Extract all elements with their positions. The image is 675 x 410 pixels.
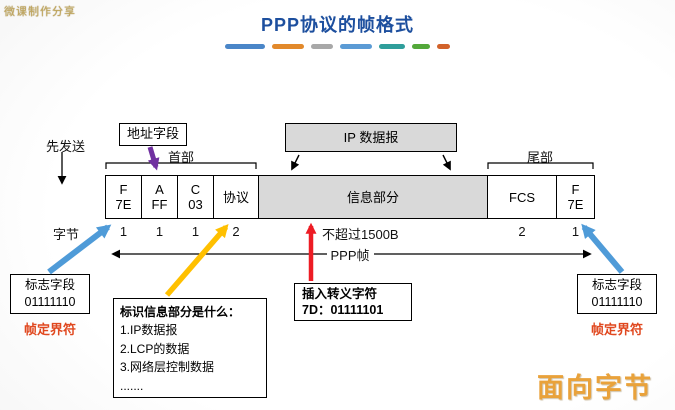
flag-caption-right: 帧定界符 (590, 322, 643, 337)
frame-cell-info: 信息部分 (258, 175, 488, 219)
cell-text: 信息部分 (346, 189, 399, 205)
title-dash (437, 44, 450, 49)
send-first-label: 先发送 (46, 139, 86, 154)
frame-cell-fcs: FCS (487, 175, 557, 219)
watermark: 微课制作分享 (4, 6, 76, 18)
cell-size: 1 (571, 224, 580, 239)
ip-funnel-arrow-left (291, 154, 300, 171)
title-dash (311, 44, 333, 49)
cell-size: 2 (518, 224, 526, 239)
flag-box-text: 标志字段 (591, 278, 642, 292)
escape-box-line1: 插入转义字符 (302, 287, 378, 301)
frame-cell-flag-end: F 7E (556, 175, 595, 219)
frame-cell-protocol: 协议 (213, 175, 259, 219)
title-dash (340, 44, 372, 49)
cell-text: 03 (188, 197, 203, 212)
frame-cell-address: A FF (141, 175, 178, 219)
cell-text: FF (151, 197, 168, 212)
ip-datagram-box: IP 数据报 (285, 123, 457, 152)
cell-text: A (155, 182, 164, 197)
title-dash (412, 44, 430, 49)
cell-size: 1 (155, 224, 164, 239)
tail-label: 尾部 (526, 150, 553, 165)
frame-cell-flag-start: F 7E (105, 175, 142, 219)
flag-box-text: 01111110 (24, 295, 76, 309)
cell-text: 7E (115, 197, 132, 212)
info-list-item: ....... (120, 378, 144, 393)
header-label: 首部 (167, 150, 194, 165)
page-title: PPP协议的帧格式 (260, 15, 415, 35)
info-list-title: 标识信息部分是什么： (120, 305, 241, 319)
flag-box-right: 标志字段 01111110 (577, 274, 657, 314)
escape-box-line2: 7D：01111101 (302, 303, 384, 317)
cell-text: 7E (567, 197, 584, 212)
address-field-box: 地址字段 (119, 123, 187, 146)
ppp-frame-label: PPP帧 (330, 248, 370, 263)
ip-funnel-arrow-right (442, 154, 451, 171)
title-dash (225, 44, 265, 49)
info-list-item: 1.IP数据报 (120, 323, 178, 338)
cell-size: 1 (119, 224, 128, 239)
cell-text: F (571, 182, 580, 197)
cell-text: C (190, 182, 201, 197)
cell-text: 协议 (222, 189, 249, 205)
frame-cell-control: C 03 (177, 175, 214, 219)
flag-box-text: 标志字段 (24, 278, 75, 292)
flag-caption-left: 帧定界符 (23, 322, 76, 337)
info-list-item: 2.LCP的数据 (120, 341, 190, 356)
cell-text: FCS (509, 189, 535, 205)
flag-box-left: 标志字段 01111110 (10, 274, 90, 314)
escape-box: 插入转义字符 7D：01111101 (294, 283, 412, 321)
title-underline (0, 44, 675, 49)
cell-size: 不超过1500B (322, 227, 399, 242)
byte-label: 字节 (52, 227, 79, 242)
cell-size: 1 (191, 224, 200, 239)
info-list-box: 标识信息部分是什么： 1.IP数据报 2.LCP的数据 3.网络层控制数据 ..… (113, 298, 267, 398)
cell-size: 2 (232, 224, 240, 239)
title-dash (272, 44, 304, 49)
byte-oriented-text: 面向字节 (537, 373, 653, 403)
cell-text: F (119, 182, 128, 197)
flag-box-text: 01111110 (591, 295, 643, 309)
info-list-item: 3.网络层控制数据 (120, 360, 215, 375)
title-dash (379, 44, 405, 49)
